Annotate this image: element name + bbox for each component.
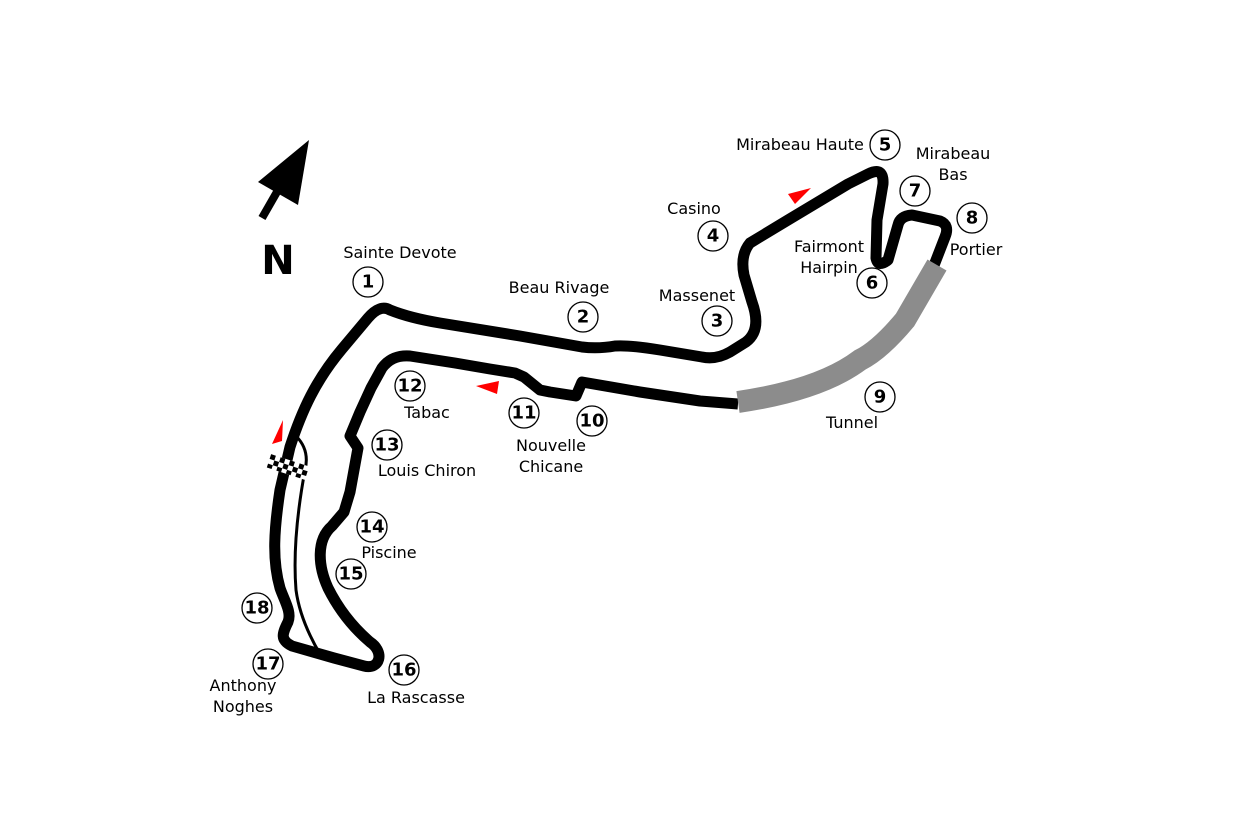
corner-label-line: Bas (938, 165, 967, 184)
track-main (269, 166, 953, 673)
corner-3-number: 3 (711, 311, 724, 332)
corner-15-number: 15 (338, 564, 363, 585)
corner-18-number: 18 (244, 598, 269, 619)
corner-5-marker (869, 129, 901, 161)
corner-11-marker (508, 397, 540, 429)
direction-arrow-icon (476, 381, 499, 394)
corner-11-number: 11 (511, 403, 536, 424)
corner-8-marker (956, 202, 988, 234)
corner-10-marker (576, 405, 608, 437)
corner-label-line: Chicane (519, 457, 583, 476)
corner-14-number: 14 (359, 517, 384, 538)
corner-3-marker (701, 305, 733, 337)
corner-label: Beau Rivage (509, 278, 610, 297)
corner-markers (241, 129, 988, 686)
corner-label-line: Nouvelle (516, 436, 586, 455)
corner-label-line: Anthony (210, 676, 277, 695)
corner-4-number: 4 (707, 226, 720, 247)
corner-13-marker (371, 429, 403, 461)
corner-9-number: 9 (874, 387, 887, 408)
corner-label-line: Noghes (213, 697, 273, 716)
corner-label: Casino (667, 199, 721, 218)
corner-label: Massenet (659, 286, 735, 305)
corner-5-number: 5 (879, 135, 892, 156)
corner-18-marker (241, 592, 273, 624)
pit-lane (293, 434, 322, 655)
corner-1-number: 1 (362, 272, 375, 293)
corner-17-number: 17 (255, 654, 280, 675)
corner-14-marker (356, 511, 388, 543)
corner-label: Louis Chiron (378, 461, 476, 480)
north-arrowhead-icon (258, 140, 309, 205)
north-label: N (261, 238, 294, 284)
corner-8-number: 8 (966, 208, 979, 229)
corner-2-marker (567, 301, 599, 333)
track-tunnel (736, 259, 947, 413)
corner-4-marker (697, 220, 729, 252)
corner-label: Sainte Devote (343, 243, 456, 262)
direction-arrow-icon (272, 420, 283, 444)
corner-16-number: 16 (391, 660, 416, 681)
corner-16-marker (388, 654, 420, 686)
corner-label: Tunnel (825, 413, 878, 432)
corner-9-marker (864, 381, 896, 413)
corner-12-marker (394, 370, 426, 402)
corner-label: Portier (950, 240, 1003, 259)
corner-1-marker (352, 266, 384, 298)
corner-15-marker (335, 558, 367, 590)
corner-17-marker (252, 648, 284, 680)
corner-label-line: Hairpin (800, 258, 858, 277)
corner-13-number: 13 (374, 435, 399, 456)
start-finish-line (266, 454, 310, 480)
direction-arrow-icon (788, 188, 811, 204)
corner-12-number: 12 (397, 376, 422, 397)
corner-7-marker (899, 175, 931, 207)
north-compass: N (258, 140, 309, 284)
corner-label: La Rascasse (367, 688, 465, 707)
corner-6-marker (856, 267, 888, 299)
corner-10-number: 10 (579, 411, 604, 432)
corner-label-line: Mirabeau (916, 144, 991, 163)
corner-label-line: Fairmont (794, 237, 864, 256)
corner-label: Mirabeau Haute (736, 135, 864, 154)
corner-label: Piscine (361, 543, 416, 562)
corner-7-number: 7 (909, 181, 922, 202)
corner-label: Tabac (403, 403, 450, 422)
corner-2-number: 2 (577, 307, 590, 328)
corner-6-number: 6 (866, 273, 879, 294)
